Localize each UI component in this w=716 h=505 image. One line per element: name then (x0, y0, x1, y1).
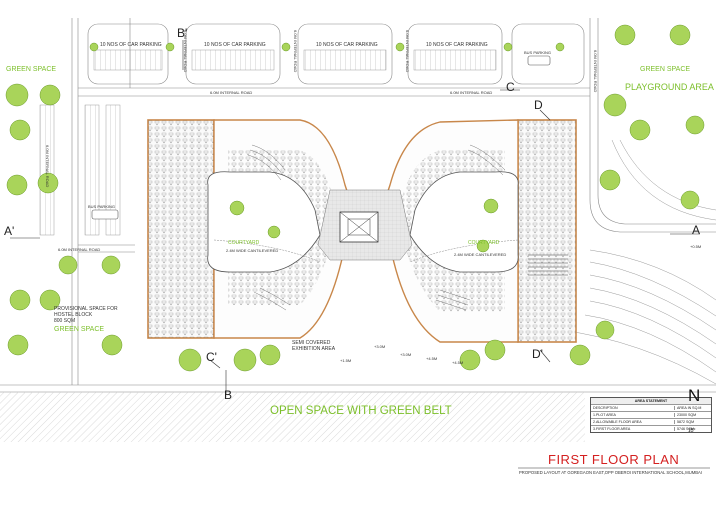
hostel-label-3: 800 SQM (54, 318, 76, 324)
level-label: +0.5M (690, 244, 702, 249)
level-label: +3.0M (374, 344, 386, 349)
table-cell: 1.PLOT AREA (593, 413, 616, 417)
section-marker-b: B (224, 388, 233, 402)
level-label: +4.5M (452, 360, 464, 365)
courtyard-right-label: COURTYARD (468, 240, 500, 246)
area-statement-header-row: DESCRIPTION AREA IN SQ.M (591, 404, 711, 411)
level-label: +3.0M (400, 352, 412, 357)
section-marker-c-prime: C' (206, 350, 217, 364)
table-cell: 5872 SQM (674, 420, 711, 424)
table-header-cell: AREA IN SQ.M (674, 406, 711, 410)
bus-parking-left-label: BUS PARKING (88, 204, 116, 209)
level-label: +1.5M (340, 358, 352, 363)
level-label: +4.5M (426, 356, 438, 361)
cantilever-right-label: 2.4M WIDE CANTILEVERED (454, 252, 507, 257)
semi-covered-label-1: SEMI COVERED (292, 340, 331, 346)
road-v-label-3: 6.0M INTERNAL ROAD (405, 30, 410, 73)
north-angle: 15° (688, 428, 696, 434)
green-space-right-label: GREEN SPACE (640, 66, 691, 73)
green-belt-band (0, 392, 585, 442)
green-space-left-label: GREEN SPACE (6, 66, 57, 73)
car-parking-label-4: 10 NOS OF CAR PARKING (426, 42, 488, 48)
table-header-cell: DESCRIPTION (593, 406, 618, 410)
table-cell: 5746 SQM (674, 427, 711, 431)
section-marker-a-prime: A' (4, 224, 15, 238)
building (147, 119, 577, 343)
parking-blocks (39, 23, 585, 236)
table-row: 2.ALLOWABLE FLOOR AREA 5872 SQM (591, 418, 711, 425)
hostel-label-1: PROVISIONAL SPACE FOR (54, 306, 118, 312)
area-statement-table: AREA STATEMENT DESCRIPTION AREA IN SQ.M … (590, 397, 712, 433)
open-space-label: OPEN SPACE WITH GREEN BELT (270, 405, 452, 417)
road-v-right-label: 6.0M INTERNAL ROAD (593, 50, 598, 93)
section-marker-d: D (534, 98, 543, 112)
road-top-label-2: 6.0M INTERNAL ROAD (450, 90, 493, 95)
table-row: 1.PLOT AREA 23000 SQM (591, 411, 711, 418)
road-v-label-2: 6.0M INTERNAL ROAD (293, 30, 298, 73)
area-statement-title: AREA STATEMENT (591, 398, 711, 404)
hostel-label-2: HOSTEL BLOCK (54, 312, 93, 318)
playground-label: PLAYGROUND AREA (625, 82, 714, 92)
car-parking-label-2: 10 NOS OF CAR PARKING (204, 42, 266, 48)
road-v-left-label: 6.0M INTERNAL ROAD (45, 145, 50, 188)
north-letter: N (688, 386, 701, 405)
semi-covered-label-2: EXHIBITION AREA (292, 346, 336, 352)
road-top-label-1: 6.0M INTERNAL ROAD (210, 90, 253, 95)
bus-parking-right-label: BUS PARKING (524, 50, 552, 55)
car-parking-label-1: 10 NOS OF CAR PARKING (100, 42, 162, 48)
courtyard-left-label: COURTYARD (228, 240, 260, 246)
plan-subtitle: PROPOSED LAYOUT AT GOREGAON EAST,OPP OBE… (519, 470, 702, 475)
table-cell: 23000 SQM (674, 413, 711, 417)
car-parking-label-3: 10 NOS OF CAR PARKING (316, 42, 378, 48)
section-marker-d-prime: D' (532, 347, 543, 361)
green-space-bottom-label: GREEN SPACE (54, 326, 105, 333)
playground-curves (559, 139, 716, 385)
section-lines (10, 40, 700, 395)
trees (5, 24, 705, 372)
table-row: 3.FIRST FLOOR AREA 5746 SQM (591, 425, 711, 432)
section-marker-a: A (692, 223, 701, 237)
section-marker-b-prime: B' (177, 26, 188, 40)
road-left-label: 6.0M INTERNAL ROAD (58, 247, 101, 252)
cantilever-left-label: 2.4M WIDE CANTILEVERED (226, 248, 279, 253)
plan-title: FIRST FLOOR PLAN (548, 452, 680, 467)
section-marker-c: C (506, 80, 515, 94)
table-cell: 3.FIRST FLOOR AREA (593, 427, 631, 431)
table-cell: 2.ALLOWABLE FLOOR AREA (593, 420, 642, 424)
